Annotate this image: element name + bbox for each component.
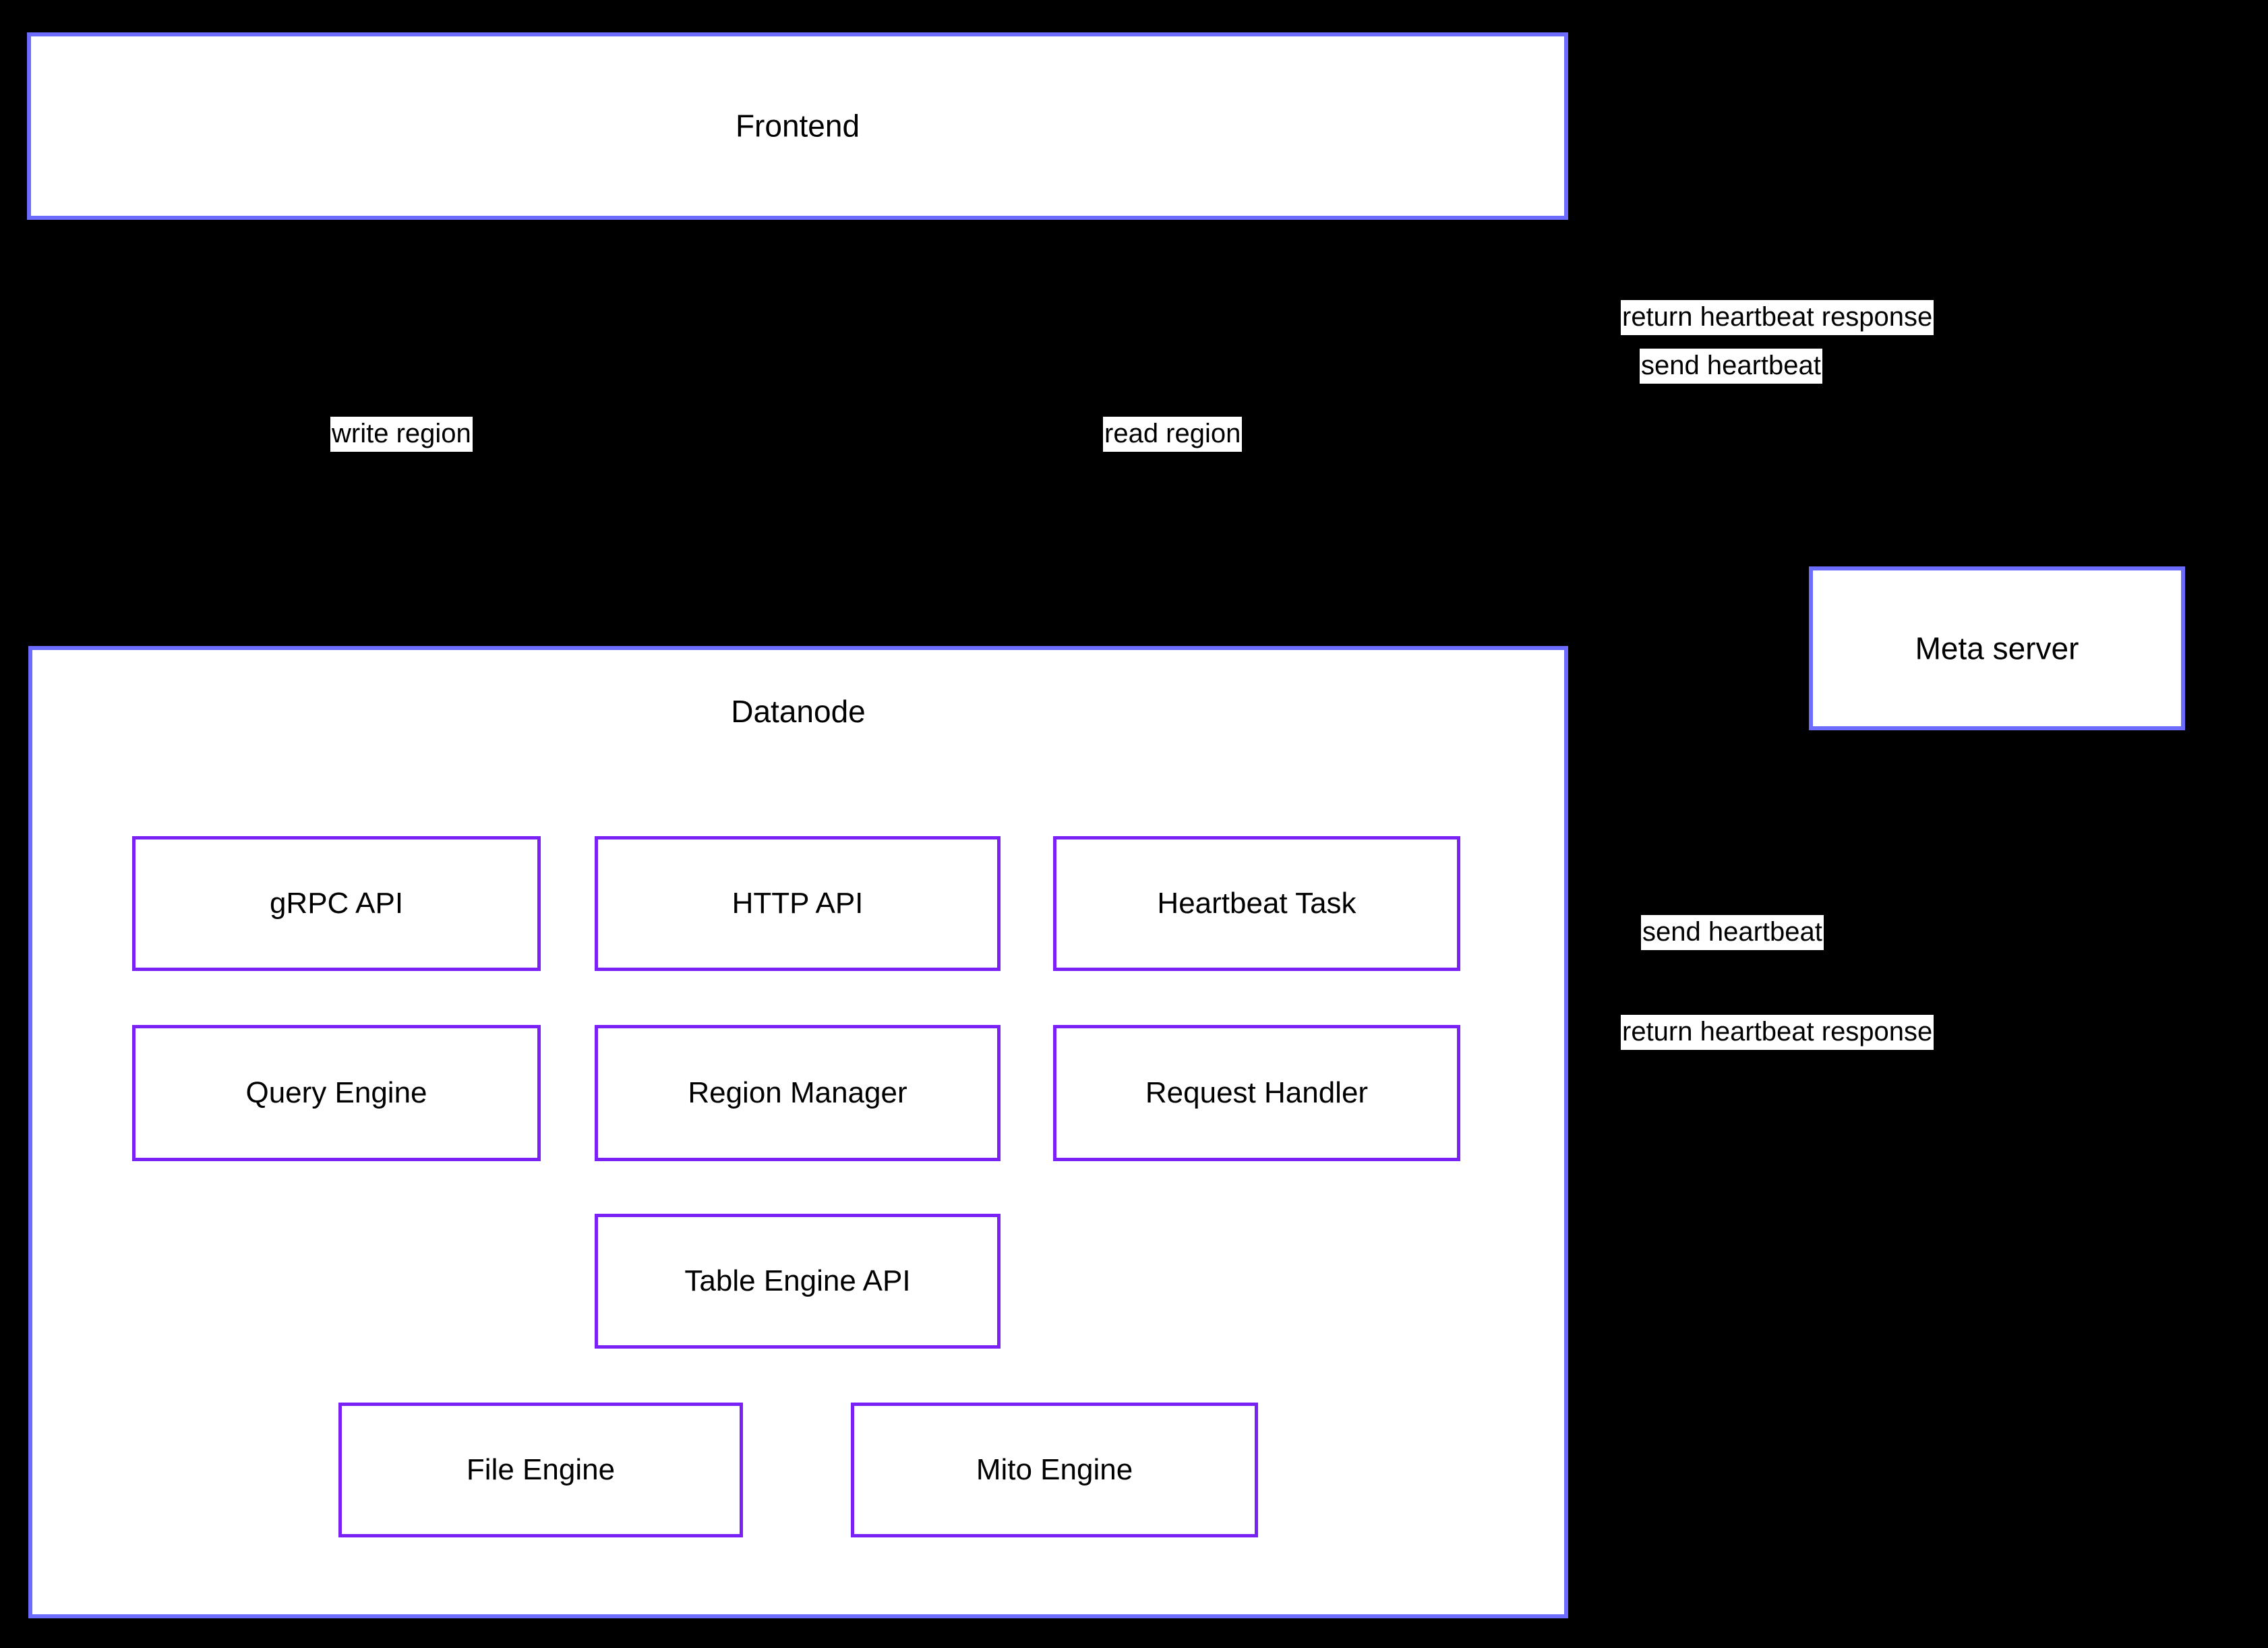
edge-label-datanode-return-heartbeat-response: return heartbeat response [1621, 1015, 1934, 1050]
component-mito-engine[interactable]: Mito Engine [851, 1403, 1258, 1537]
component-label: Region Manager [688, 1076, 907, 1109]
component-file-engine[interactable]: File Engine [338, 1403, 743, 1537]
component-label: Heartbeat Task [1157, 886, 1356, 920]
component-request-handler[interactable]: Request Handler [1053, 1025, 1460, 1161]
component-region-manager[interactable]: Region Manager [595, 1025, 1001, 1161]
edge-label-datanode-send-heartbeat: send heartbeat [1641, 915, 1824, 950]
component-heartbeat-task[interactable]: Heartbeat Task [1053, 836, 1460, 971]
component-query-engine[interactable]: Query Engine [132, 1025, 541, 1161]
component-label: Table Engine API [684, 1264, 911, 1297]
frontend-node[interactable]: Frontend [27, 32, 1568, 220]
component-label: Request Handler [1145, 1076, 1369, 1109]
datanode-label: Datanode [731, 694, 866, 729]
component-label: gRPC API [269, 886, 404, 920]
edge-label-frontend-return-heartbeat-response: return heartbeat response [1621, 300, 1934, 335]
meta-server-label: Meta server [1915, 630, 2079, 666]
component-label: File Engine [466, 1452, 616, 1486]
component-label: Query Engine [245, 1076, 427, 1109]
component-table-engine-api[interactable]: Table Engine API [595, 1214, 1001, 1349]
component-label: Mito Engine [976, 1452, 1133, 1486]
edge-label-frontend-send-heartbeat: send heartbeat [1640, 349, 1822, 384]
component-grpc-api[interactable]: gRPC API [132, 836, 541, 971]
component-label: HTTP API [732, 886, 864, 920]
frontend-label: Frontend [735, 108, 860, 144]
edge-label-write-region: write region [330, 417, 473, 452]
meta-server-node[interactable]: Meta server [1809, 566, 2185, 730]
edge-label-read-region: read region [1103, 417, 1243, 452]
component-http-api[interactable]: HTTP API [595, 836, 1001, 971]
